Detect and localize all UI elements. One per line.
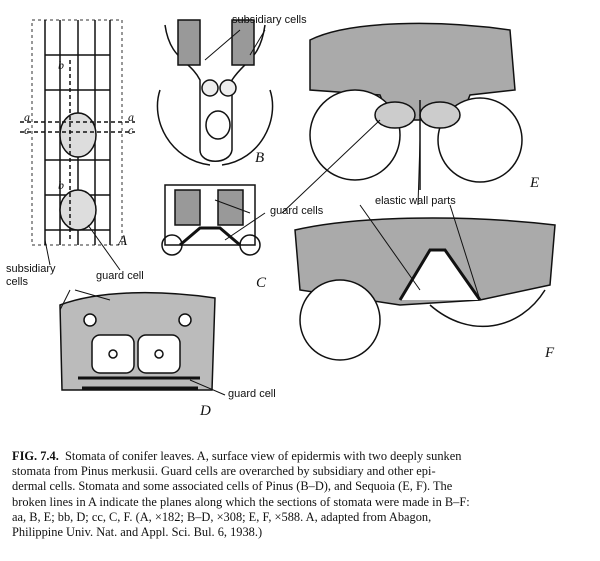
stomata-illustration xyxy=(20,19,556,396)
plane-label-c-left: c xyxy=(24,123,30,137)
caption-line-5: aa, B, E; bb, D; cc, C, F. (A, ×182; B–D… xyxy=(12,509,432,524)
caption-line-4: broken lines in A indicate the planes al… xyxy=(12,494,470,509)
plane-label-b-top: b xyxy=(58,58,64,72)
panel-a-drawing xyxy=(20,19,135,246)
label-subsidiary-cells-top: subsidiary cells xyxy=(232,14,307,26)
panel-d-drawing xyxy=(59,291,216,391)
caption-line-6: Philippine Univ. Nat. and Appl. Sci. Bul… xyxy=(12,525,263,540)
plane-label-a-left: a xyxy=(24,110,30,124)
caption-line-3: dermal cells. Stomata and some associate… xyxy=(12,479,453,494)
caption-line-1: Stomata of conifer leaves. A, surface vi… xyxy=(65,449,462,463)
label-guard-cell-a: guard cell xyxy=(96,270,144,282)
plane-label-c-right: c xyxy=(128,123,134,137)
panel-label-c: C xyxy=(256,275,267,291)
panel-label-a: A xyxy=(118,233,128,249)
panel-e-drawing xyxy=(309,22,523,190)
panel-label-b: B xyxy=(255,150,265,166)
plane-label-b-bottom: b xyxy=(58,178,64,192)
caption-line-2: stomata from Pinus merkusii. Guard cells… xyxy=(12,464,436,479)
plane-label-a-right: a xyxy=(128,110,134,124)
panel-label-e: E xyxy=(530,175,540,191)
panel-c-drawing xyxy=(161,184,261,256)
panel-f-drawing xyxy=(294,217,556,361)
panel-label-d: D xyxy=(200,403,211,419)
label-elastic-wall-parts: elastic wall parts xyxy=(375,195,456,207)
figure-number: FIG. 7.4. xyxy=(12,449,59,463)
label-guard-cell-d: guard cell xyxy=(228,388,276,400)
label-subsidiary-cells-left: subsidiary cells xyxy=(6,263,56,288)
figure-caption: FIG. 7.4. Stomata of conifer leaves. A, … xyxy=(12,449,592,540)
label-guard-cells: guard cells xyxy=(270,205,324,217)
panel-label-f: F xyxy=(545,345,555,361)
panel-b-drawing xyxy=(156,19,274,166)
